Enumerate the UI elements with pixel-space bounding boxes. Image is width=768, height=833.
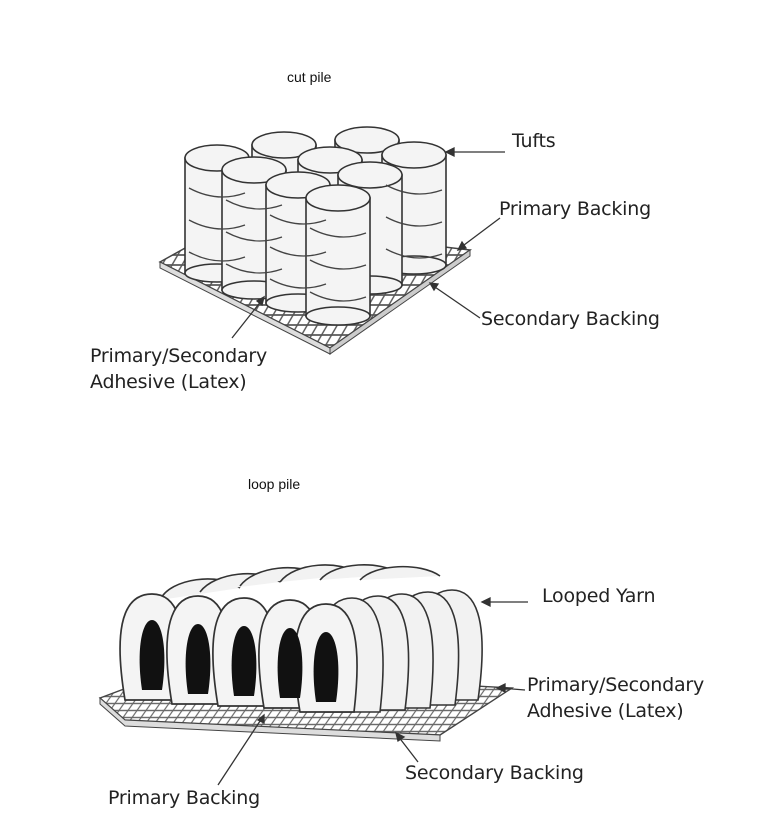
label-loop-adhesive-line1: Primary/Secondary — [527, 674, 705, 696]
loop-pile-illustration — [98, 564, 528, 786]
label-loop-adhesive-line2: Adhesive (Latex) — [527, 700, 684, 722]
loop-pile-title: loop pile — [248, 476, 301, 492]
label-cut-adhesive-line2: Adhesive (Latex) — [90, 371, 247, 393]
cut-pile-illustration — [158, 126, 505, 355]
loop-dark-cores — [139, 620, 339, 702]
tuft-cylinders — [184, 126, 447, 326]
label-loop-primary-backing: Primary Backing — [108, 787, 260, 809]
label-loop-secondary-backing: Secondary Backing — [405, 762, 584, 784]
cut-pile-title: cut pile — [287, 69, 332, 85]
label-cut-secondary-backing: Secondary Backing — [481, 308, 660, 330]
label-tufts: Tufts — [512, 130, 556, 152]
label-cut-adhesive-line1: Primary/Secondary — [90, 345, 268, 367]
label-cut-primary-backing: Primary Backing — [499, 198, 651, 220]
label-looped-yarn: Looped Yarn — [542, 585, 656, 607]
